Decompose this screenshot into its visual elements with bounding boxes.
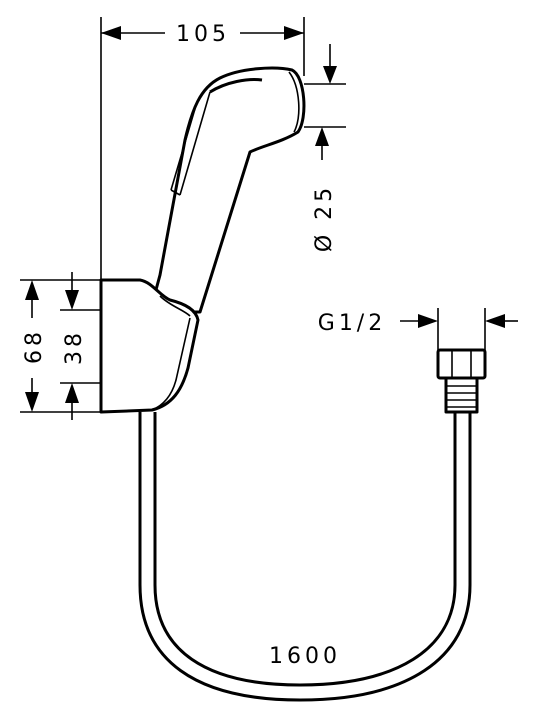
dimension-105: 105: [100, 17, 305, 280]
dimension-68: 68: [20, 279, 101, 413]
hose-connector-nut: [436, 348, 487, 414]
hose: [138, 412, 472, 702]
dimension-38: 38: [60, 272, 101, 420]
dimension-width-label: 105: [176, 22, 230, 47]
dimension-hose-length: 1600: [269, 644, 341, 669]
dimension-diameter: Ø 25: [304, 44, 346, 252]
dimension-holder-inner-label: 38: [62, 329, 87, 365]
dimension-thread-label: G1/2: [318, 311, 386, 336]
dimension-holder-height-label: 68: [22, 328, 47, 364]
dimension-hose-length-label: 1600: [269, 644, 341, 669]
dimension-thread: G1/2: [318, 308, 518, 350]
dimension-diameter-label: Ø 25: [312, 184, 337, 252]
hand-shower: [148, 66, 306, 314]
wall-holder: [99, 278, 200, 414]
